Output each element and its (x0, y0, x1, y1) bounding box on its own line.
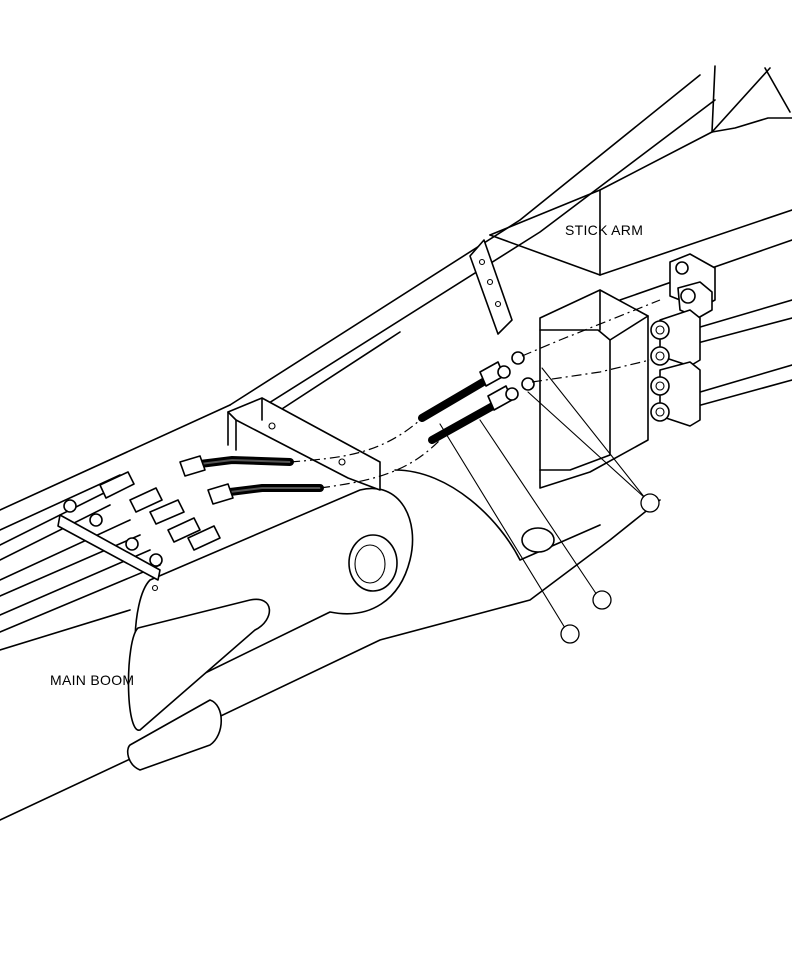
callout-group (560, 493, 660, 644)
callout-bubble-2 (592, 590, 612, 610)
loose-hoses (418, 299, 661, 444)
stick-arm (229, 65, 792, 421)
stick-bracket (469, 239, 513, 335)
stick-arm-label: STICK ARM (565, 222, 644, 238)
callout-leaders (439, 367, 646, 629)
boom-hoses (179, 419, 441, 505)
main-boom-label: MAIN BOOM (50, 672, 135, 688)
hose-guard-frame (227, 397, 381, 491)
connector-manifold (650, 253, 716, 427)
bulkhead-block (539, 289, 649, 489)
boom-tubes (0, 471, 221, 633)
callout-bubble-1 (640, 493, 660, 513)
main-boom (0, 404, 661, 821)
callout-bubble-3 (560, 624, 580, 644)
